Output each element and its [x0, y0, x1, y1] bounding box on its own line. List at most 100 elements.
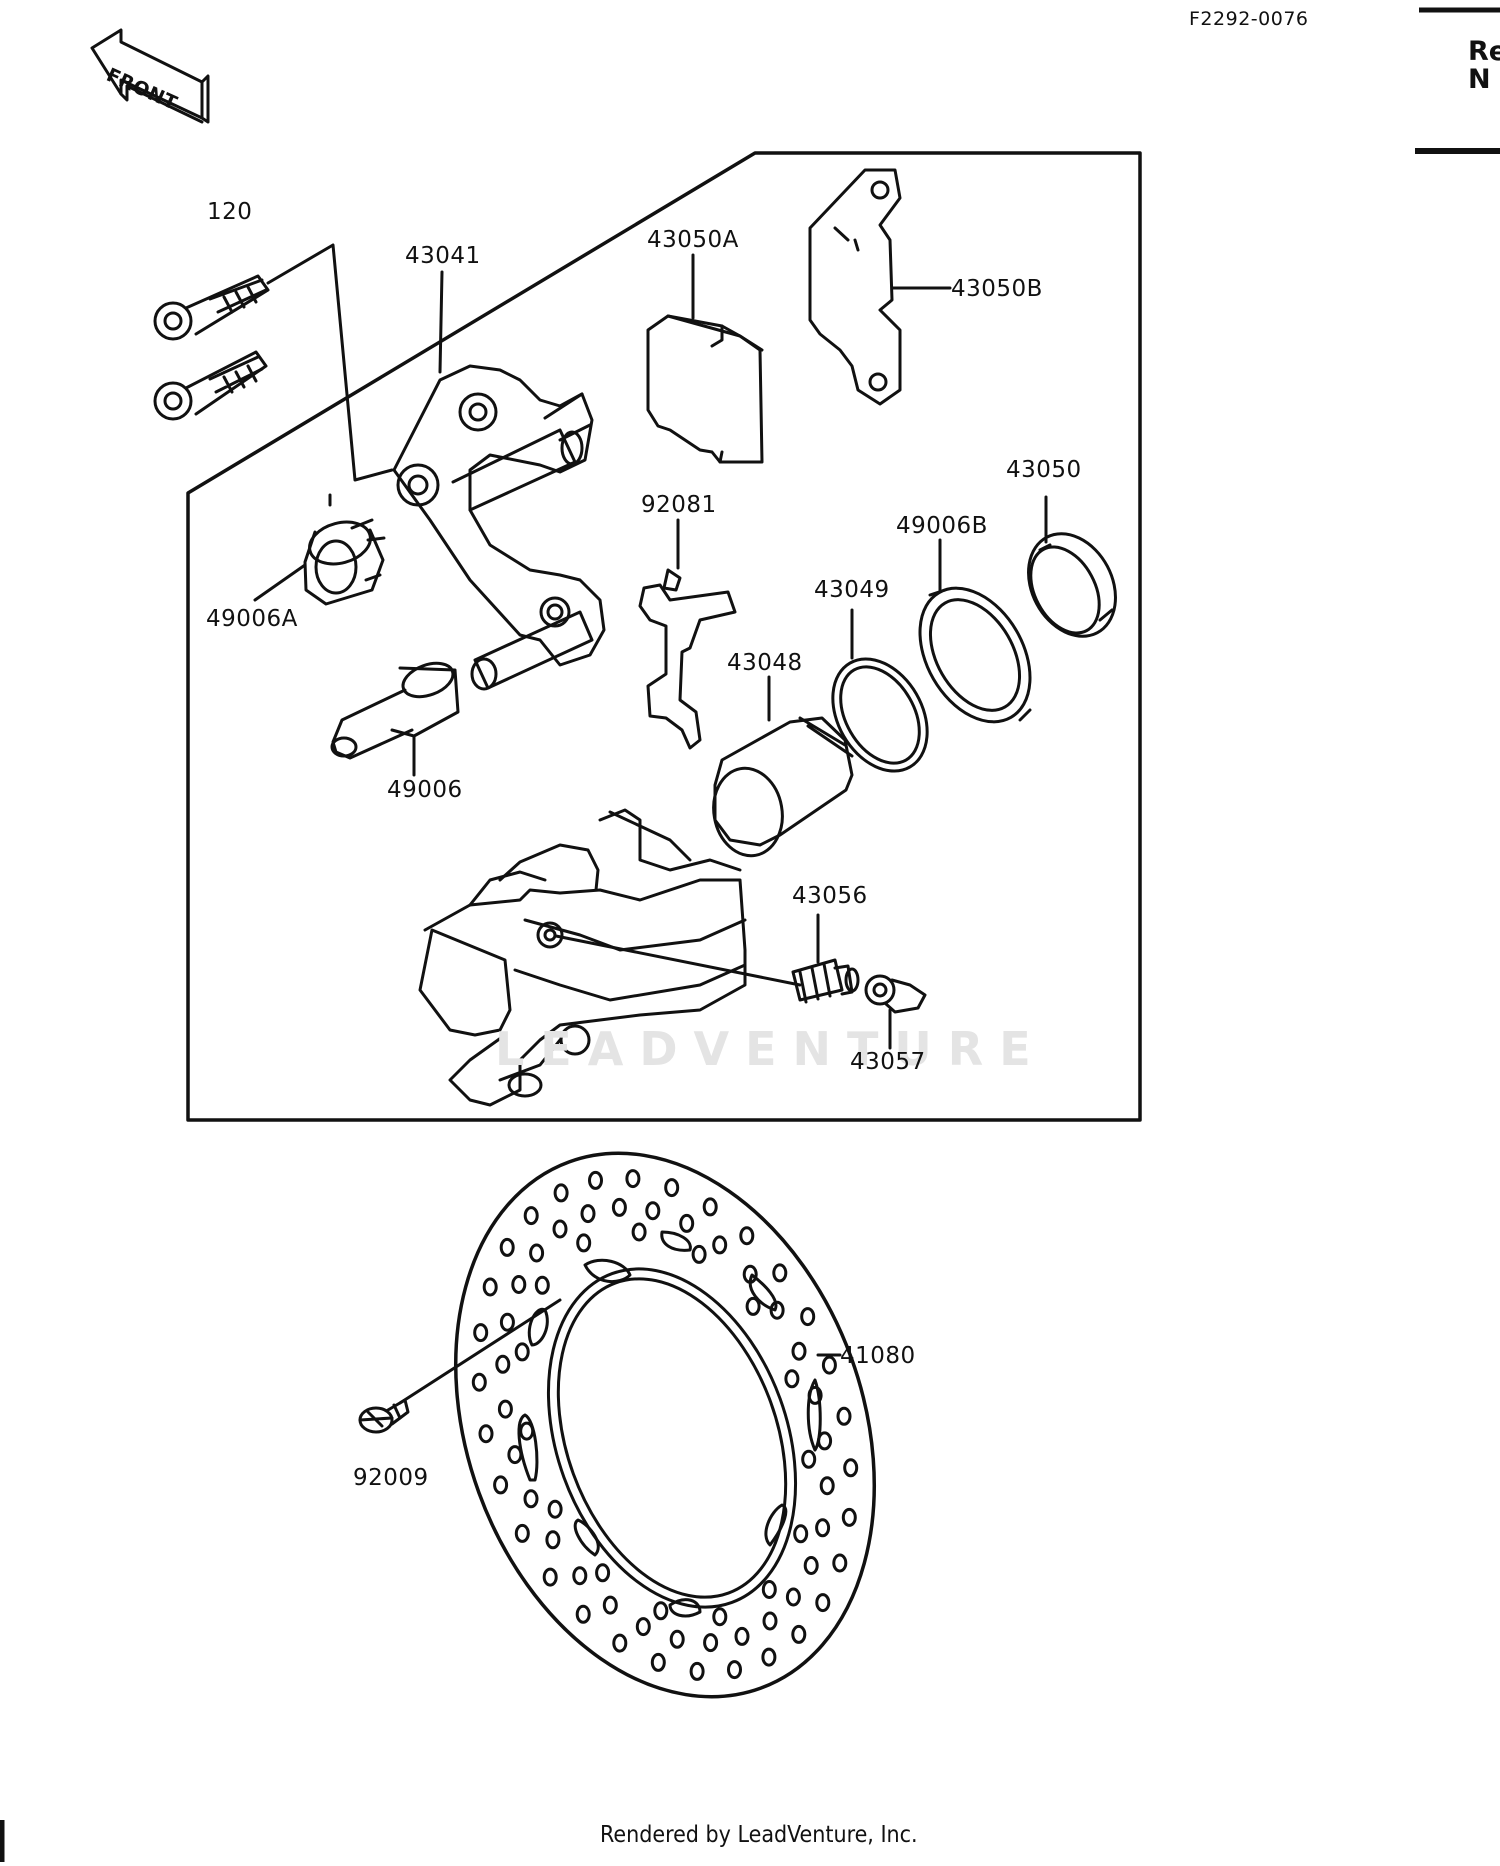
disc-hole — [547, 1499, 563, 1519]
disc-hole — [635, 1617, 651, 1637]
disc-hole — [507, 1445, 523, 1465]
disc-hole — [785, 1587, 801, 1607]
disc-hole — [793, 1524, 809, 1544]
disc-hole — [679, 1213, 695, 1233]
disc-hole — [552, 1219, 568, 1239]
disc-hole — [514, 1523, 530, 1543]
callout-43057: 43057 — [850, 1049, 926, 1075]
ref-column-header: Re N — [1468, 38, 1500, 94]
disc-hole — [499, 1237, 515, 1257]
disc-hole — [473, 1323, 489, 1343]
disc-hole — [612, 1633, 628, 1653]
screw-92009 — [358, 1298, 562, 1434]
disc-hole — [669, 1629, 685, 1649]
disc-hole — [514, 1342, 530, 1362]
dust-boot-49006A — [303, 518, 386, 606]
disc-hole — [478, 1424, 494, 1444]
disc-hole — [523, 1206, 539, 1226]
piston-43048 — [712, 716, 854, 858]
callout-43050: 43050 — [1006, 457, 1082, 483]
disc-hole — [702, 1197, 718, 1217]
disc-hole — [664, 1178, 680, 1198]
ref-header-line-1: Re — [1468, 38, 1500, 67]
disc-hole — [588, 1170, 603, 1190]
leader-43041 — [438, 270, 444, 374]
disc-hole — [493, 1475, 509, 1495]
disc-hole — [645, 1201, 661, 1221]
disc-hole — [784, 1369, 800, 1389]
disc-hole — [691, 1244, 707, 1264]
disc-hole — [815, 1593, 831, 1613]
callout-43056: 43056 — [792, 883, 868, 909]
disc-hole — [553, 1183, 569, 1203]
disc-hole — [843, 1458, 859, 1478]
callout-49006: 49006 — [387, 777, 463, 803]
disc-hole — [611, 1197, 627, 1217]
disc-hole — [734, 1626, 750, 1646]
front-arrow-icon — [90, 28, 210, 124]
disc-hole — [745, 1296, 761, 1316]
disc-hole — [471, 1372, 487, 1392]
disc-hole — [534, 1275, 550, 1295]
disc-hole — [769, 1300, 785, 1320]
disc-hole — [739, 1226, 755, 1246]
disc-hole — [762, 1611, 778, 1631]
disc-hole — [523, 1489, 539, 1509]
disc-hole — [712, 1607, 728, 1627]
disc-hole — [791, 1341, 807, 1361]
ref-header-line-2: N — [1468, 64, 1491, 94]
disc-hole — [631, 1222, 647, 1242]
disc-hole — [761, 1647, 777, 1667]
disc-hole — [841, 1507, 857, 1527]
piston-seal-43049 — [831, 657, 929, 773]
slide-pin-49006 — [330, 661, 460, 760]
disc-hole — [625, 1169, 641, 1189]
callout-92081: 92081 — [641, 492, 717, 518]
brake-pad-43050A — [646, 314, 764, 464]
disc-hole — [529, 1243, 545, 1263]
disc-hole — [803, 1556, 819, 1575]
watermark: LEADVENTURE — [495, 1022, 1047, 1076]
disc-hole — [595, 1563, 611, 1583]
disc-hole — [511, 1275, 527, 1294]
bolt-120-top — [153, 274, 270, 341]
callout-120: 120 — [207, 199, 253, 225]
seal-49006B — [918, 586, 1032, 724]
disc-hole — [495, 1354, 511, 1374]
callout-43050A: 43050A — [647, 227, 739, 253]
disc-hole — [689, 1661, 705, 1681]
disc-hole — [703, 1633, 719, 1653]
disc-hole — [572, 1566, 588, 1586]
footer-credit: Rendered by LeadVenture, Inc. — [600, 1822, 918, 1848]
disc-hole — [801, 1449, 817, 1469]
caliper-bracket-43041 — [328, 364, 606, 691]
leader-49006A — [253, 563, 307, 602]
disc-hole — [815, 1518, 831, 1538]
callout-43048: 43048 — [727, 650, 803, 676]
disc-hole — [602, 1595, 618, 1615]
brake-disc-41080 — [453, 1151, 877, 1699]
disc-hole — [712, 1235, 728, 1255]
callout-92009: 92009 — [353, 1465, 429, 1491]
callout-49006A: 49006A — [206, 606, 298, 632]
disc-hole — [482, 1277, 498, 1297]
disc-hole — [575, 1604, 591, 1624]
disc-hole — [650, 1652, 666, 1672]
disc-hole — [761, 1580, 777, 1599]
callout-43050B: 43050B — [951, 276, 1043, 302]
disc-hole — [497, 1399, 513, 1419]
disc-hole — [821, 1355, 837, 1375]
callout-49006B: 49006B — [896, 513, 988, 539]
disc-hole — [542, 1567, 558, 1587]
callout-43041: 43041 — [405, 243, 481, 269]
disc-hole — [580, 1204, 596, 1224]
disc-hole — [819, 1476, 835, 1496]
bolt-120-leader — [266, 243, 394, 482]
disc-hole — [499, 1312, 515, 1332]
disc-hole — [836, 1406, 852, 1426]
brake-pad-43050B — [808, 168, 902, 406]
disc-hole — [800, 1307, 816, 1327]
disc-hole — [832, 1553, 848, 1573]
